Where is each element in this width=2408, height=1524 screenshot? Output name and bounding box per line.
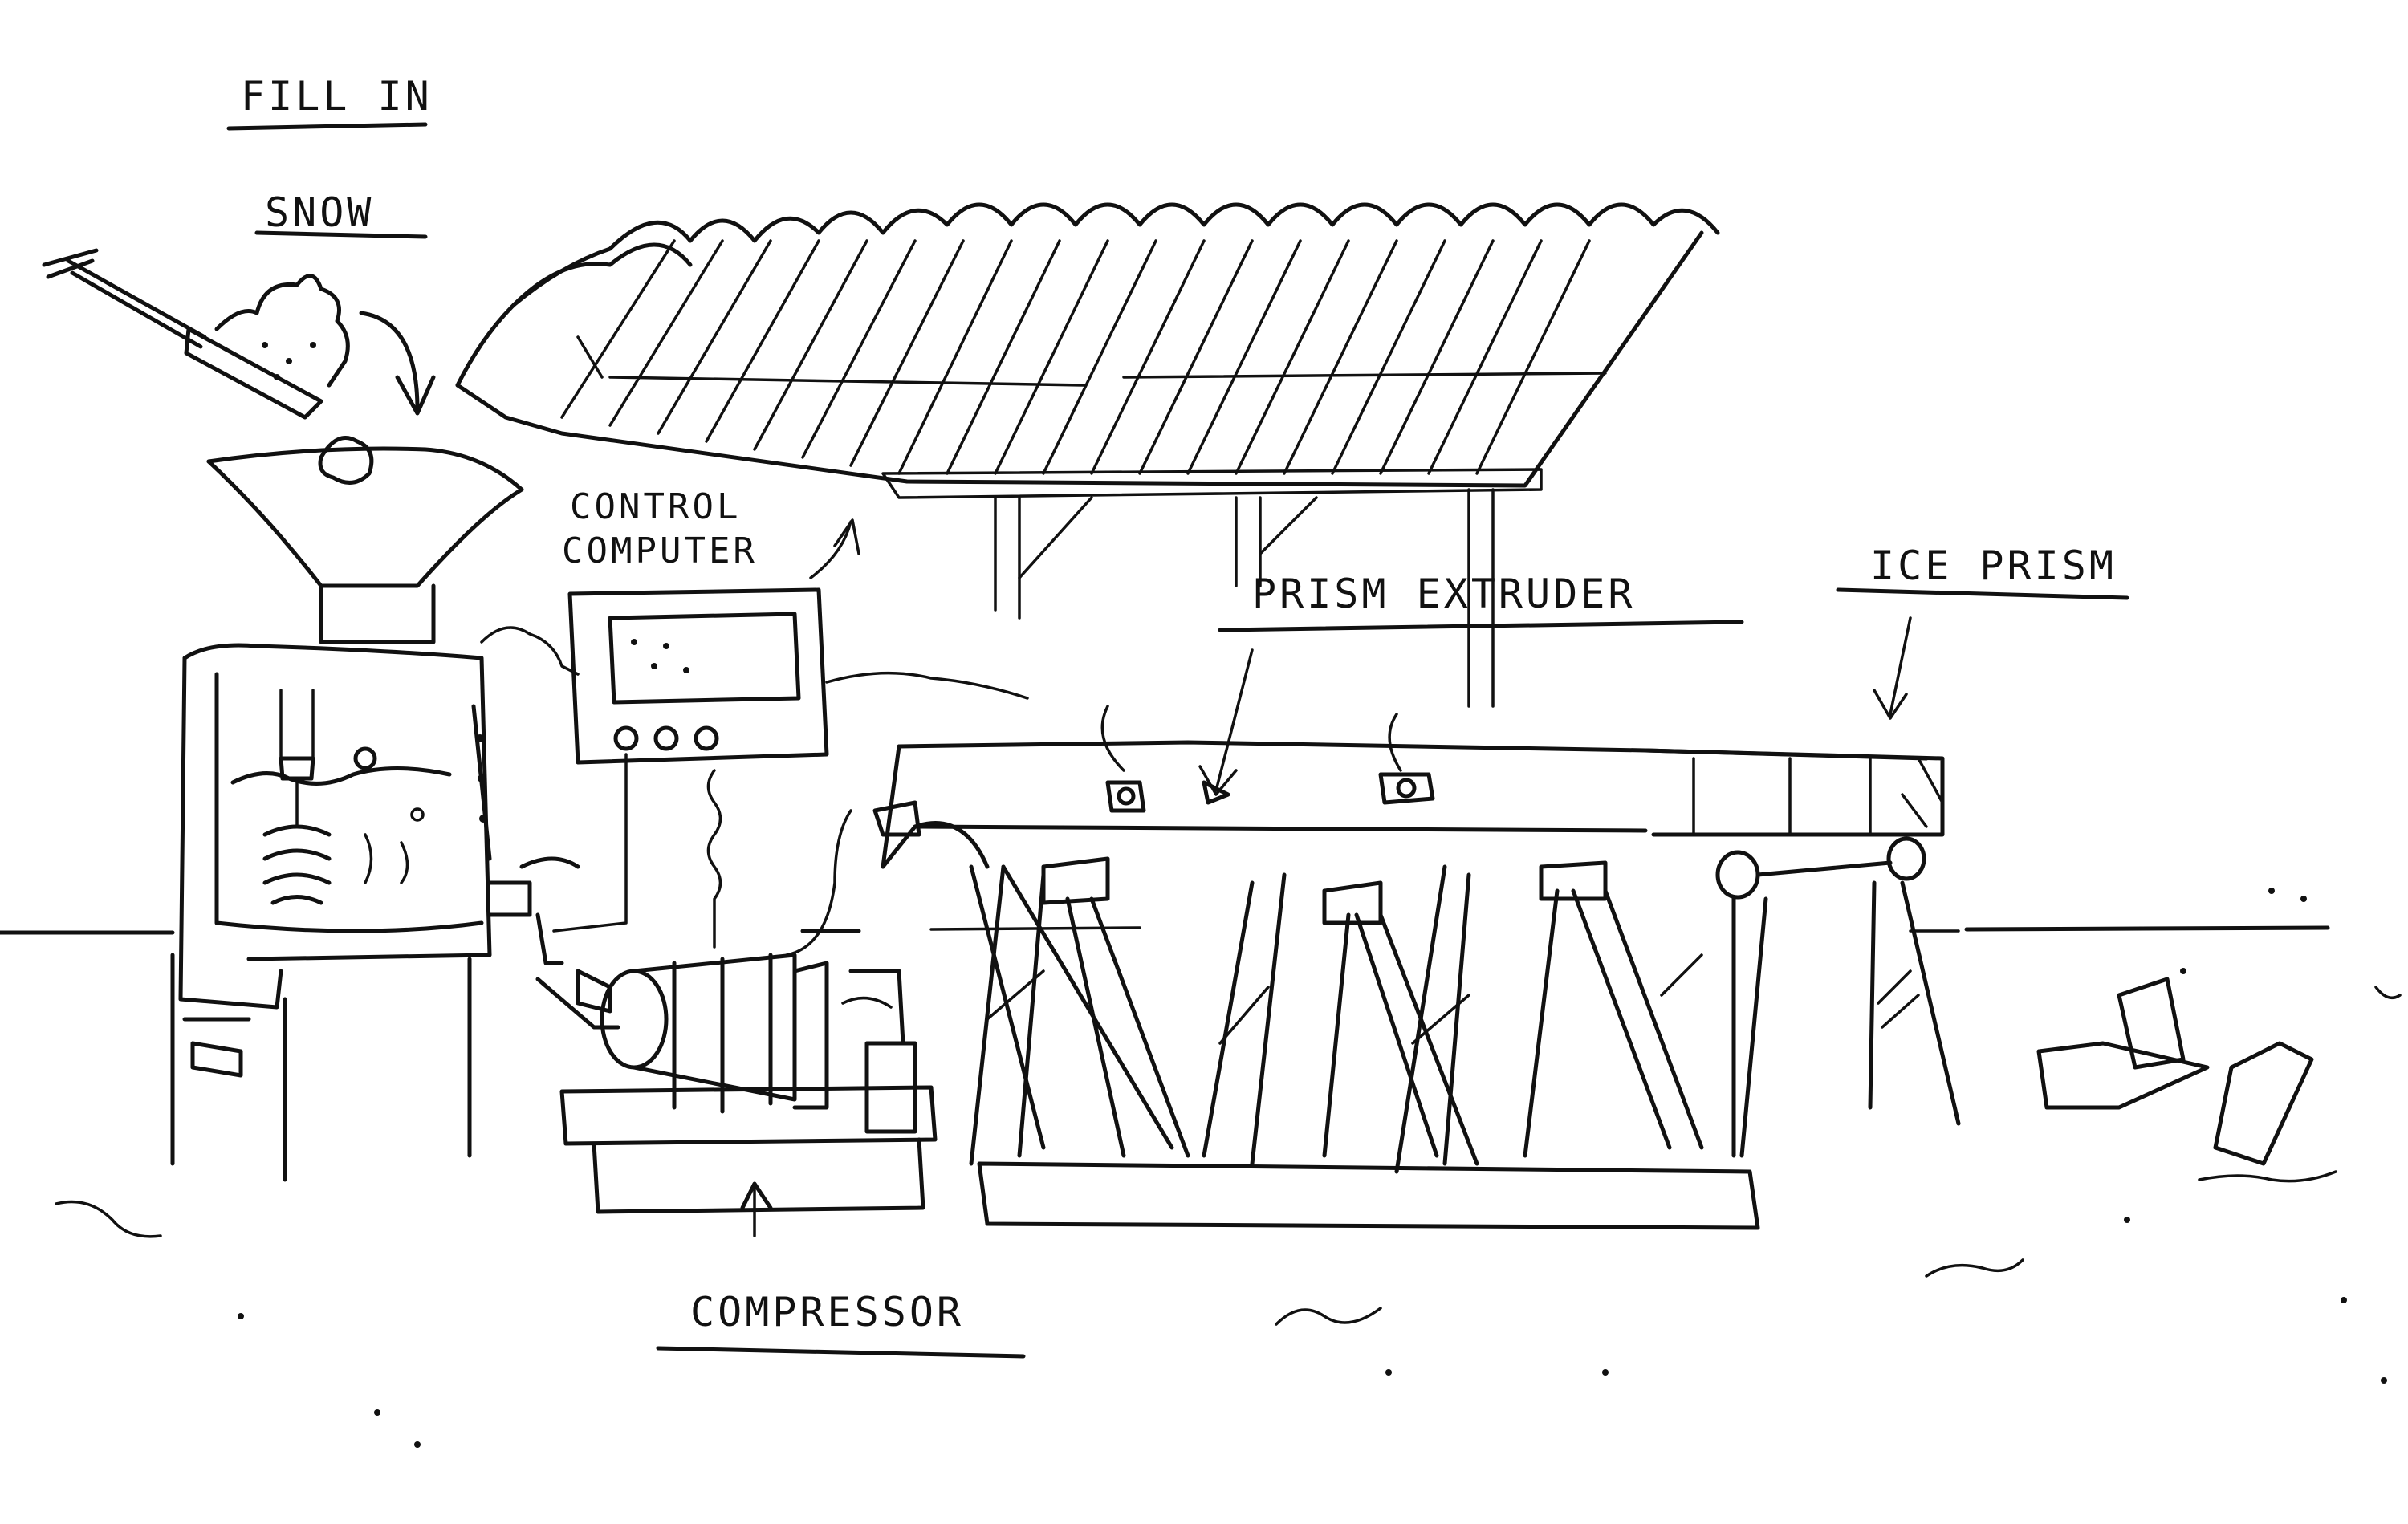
ground-scribbles [55, 888, 2402, 1448]
control-computer [567, 518, 860, 765]
label-compressor: COMPRESSOR [690, 1289, 965, 1335]
label-snow: SNOW [265, 189, 375, 236]
ground-line [0, 925, 2330, 935]
roof-canopy [455, 202, 1720, 708]
label-prism-extruder: PRISM EXTRUDER [1252, 571, 1636, 617]
mixing-tank [170, 643, 492, 1182]
snow-shovel [42, 248, 436, 420]
label-ice-prism: ICE PRISM [1870, 543, 2117, 589]
prism-extruder [872, 705, 1961, 1230]
label-underlines [226, 122, 2129, 1359]
label-fill-in: FILL IN [241, 73, 433, 120]
snow-clump [318, 436, 374, 485]
ice-prism-pieces [2036, 977, 2314, 1166]
cables [480, 626, 1029, 957]
hopper [206, 446, 524, 644]
label-arrows [1198, 616, 1912, 796]
compressor [559, 953, 938, 1237]
label-control-computer-1: CONTROL [570, 486, 742, 527]
label-control-computer-2: COMPUTER [562, 530, 758, 571]
valve [487, 856, 620, 1030]
